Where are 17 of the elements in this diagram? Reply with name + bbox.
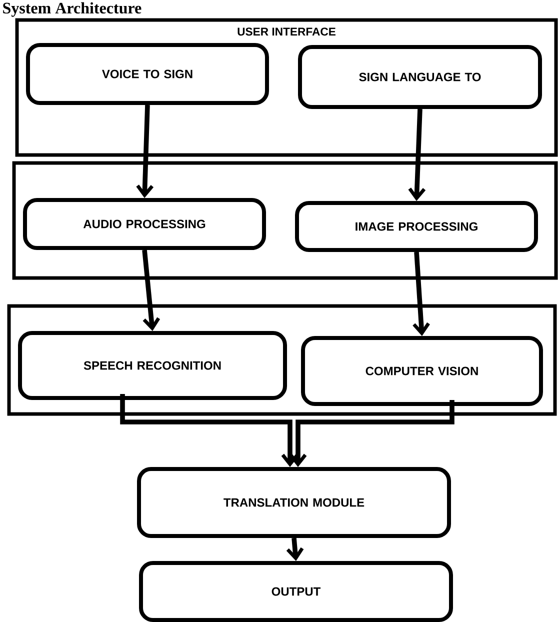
process-box: COMPUTER VISION — [301, 336, 543, 406]
process-box: AUDIO PROCESSING — [23, 198, 266, 250]
container-box — [7, 304, 557, 416]
process-box: SIGN LANGUAGE TO — [298, 45, 542, 109]
title: System Architecture — [3, 2, 142, 17]
container-box — [12, 161, 558, 280]
arrow — [120, 394, 454, 468]
arrow — [286, 538, 304, 561]
arrow — [408, 108, 426, 202]
arrow — [412, 252, 430, 336]
process-box: TRANSLATION MODULE — [137, 467, 451, 538]
process-box: SPEECH RECOGNITION — [18, 331, 287, 400]
process-box: IMAGE PROCESSING — [295, 201, 538, 252]
arrow — [142, 250, 160, 331]
process-box: OUTPUT — [139, 561, 453, 622]
arrow — [136, 104, 154, 198]
process-box: VOICE TO SIGN — [26, 43, 269, 105]
